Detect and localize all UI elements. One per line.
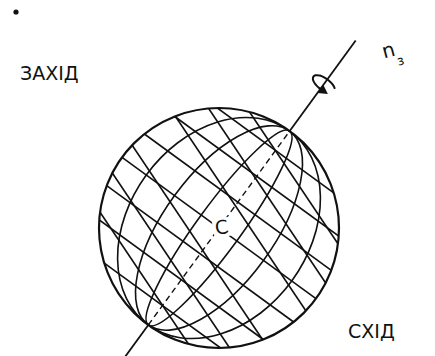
arrowhead [318,85,328,94]
axis-inner [148,131,289,325]
center-label: С [211,217,231,239]
grid-line [100,212,188,344]
meridian [76,78,363,356]
grid-line [250,112,338,244]
parallel [99,220,263,340]
axis-label: n [380,39,397,62]
globe-outline [99,108,339,348]
dot [13,9,18,14]
meridian [131,118,308,338]
axis [125,325,149,356]
direction-label: ЗАХІД [20,64,79,83]
direction-label: СХІД [348,322,395,341]
parallel [122,157,316,298]
grid-line [112,173,229,347]
axis-label: з [395,53,405,67]
grid-line [209,108,326,282]
axis [290,41,356,131]
grid-line [175,116,305,311]
grid-line [132,145,262,340]
